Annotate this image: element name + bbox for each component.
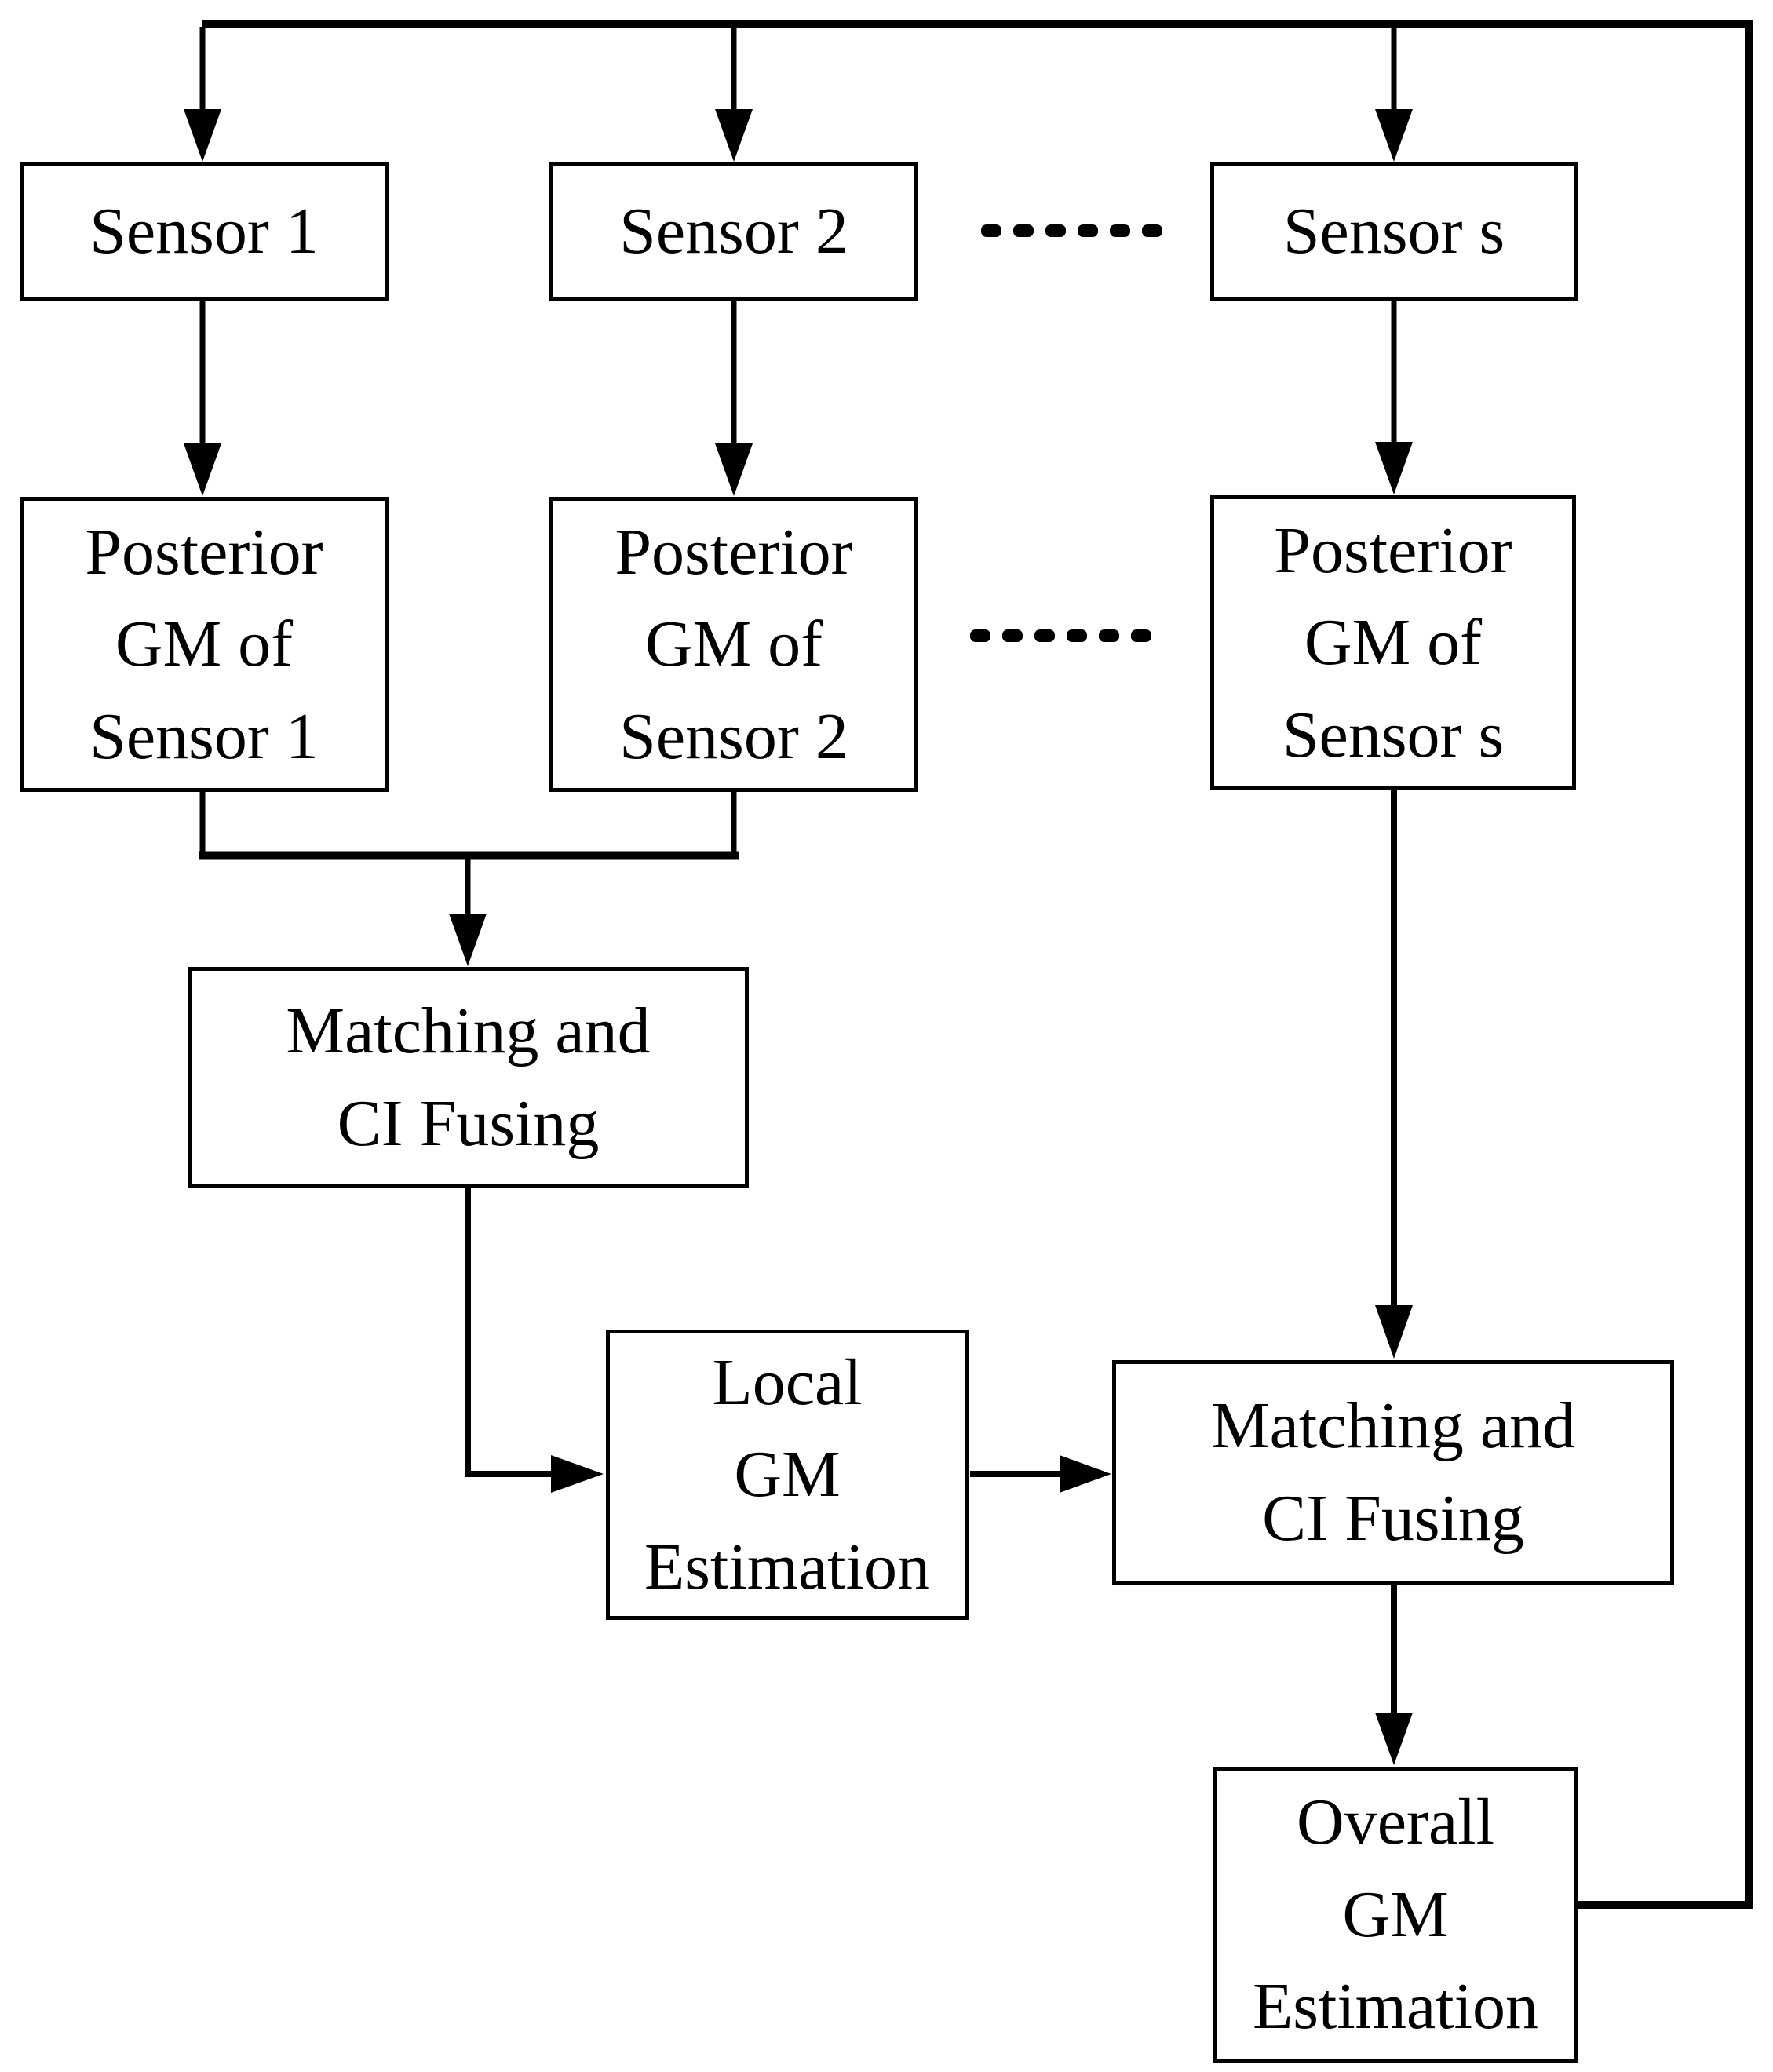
node-local-gm-estimation: Local GM Estimation <box>606 1330 969 1620</box>
node-label-line: Posterior <box>615 515 853 589</box>
sensor-to-posterior-arrows <box>184 301 1413 496</box>
posterior-s-to-matching-arrow <box>1375 789 1413 1359</box>
ellipsis-posterior-row-icon <box>970 629 1151 642</box>
arrowhead-down-icon <box>1375 1305 1413 1359</box>
node-label-line: Sensor 1 <box>89 195 319 268</box>
arrowhead-down-icon <box>184 443 221 496</box>
node-label-line: Sensor s <box>1282 195 1505 268</box>
matching-to-local-connector <box>465 1188 604 1493</box>
node-label-line: Matching and <box>286 994 651 1068</box>
node-label-line: GM of <box>644 607 823 681</box>
local-to-matching-arrow <box>970 1455 1111 1493</box>
node-matching-ci-fusing-left: Matching and CI Fusing <box>188 967 749 1188</box>
arrowhead-down-icon <box>184 109 221 162</box>
node-posterior-gm-sensor-1: Posterior GM of Sensor 1 <box>20 497 389 792</box>
node-label-line: Sensor s <box>1282 698 1505 772</box>
arrowhead-down-icon <box>715 109 753 162</box>
node-overall-gm-estimation: Overall GM Estimation <box>1213 1767 1578 2063</box>
node-label-line: GM of <box>1304 606 1483 680</box>
arrowhead-down-icon <box>1375 109 1413 162</box>
posterior-merge-connector <box>199 792 739 966</box>
node-sensor-2: Sensor 2 <box>549 162 918 301</box>
node-label-line: Sensor 1 <box>89 699 319 773</box>
node-label-line: Sensor 2 <box>619 195 848 268</box>
node-sensor-1: Sensor 1 <box>20 162 389 301</box>
node-label-line: CI Fusing <box>337 1087 600 1160</box>
arrowhead-down-icon <box>1375 442 1413 494</box>
top-bus-to-sensor-arrows <box>184 27 1413 162</box>
node-label-line: Estimation <box>644 1530 930 1603</box>
arrowhead-down-icon <box>715 443 753 496</box>
node-label-line: Estimation <box>1253 1970 1538 2044</box>
node-sensor-s: Sensor s <box>1210 162 1578 301</box>
arrowhead-right-icon <box>1060 1455 1111 1493</box>
node-posterior-gm-sensor-s: Posterior GM of Sensor s <box>1210 495 1576 790</box>
arrowhead-down-icon <box>449 914 487 966</box>
node-label-line: GM of <box>115 607 294 681</box>
node-label-line: Overall <box>1297 1786 1494 1859</box>
ellipsis-sensor-row-icon <box>981 224 1162 237</box>
node-posterior-gm-sensor-2: Posterior GM of Sensor 2 <box>549 497 918 792</box>
node-label-line: GM <box>734 1438 841 1512</box>
node-label-line: Matching and <box>1210 1389 1576 1463</box>
node-label-line: CI Fusing <box>1262 1482 1524 1555</box>
node-label-line: Sensor 2 <box>619 699 848 773</box>
arrowhead-down-icon <box>1375 1713 1413 1765</box>
feedback-loop-line <box>202 20 1753 1909</box>
node-label-line: Posterior <box>1274 513 1512 587</box>
node-label-line: Posterior <box>85 515 323 589</box>
arrowhead-right-icon <box>551 1455 604 1493</box>
node-label-line: GM <box>1342 1877 1449 1951</box>
node-matching-ci-fusing-right: Matching and CI Fusing <box>1112 1360 1674 1585</box>
matching-to-overall-arrow <box>1375 1585 1413 1765</box>
node-label-line: Local <box>712 1345 863 1419</box>
